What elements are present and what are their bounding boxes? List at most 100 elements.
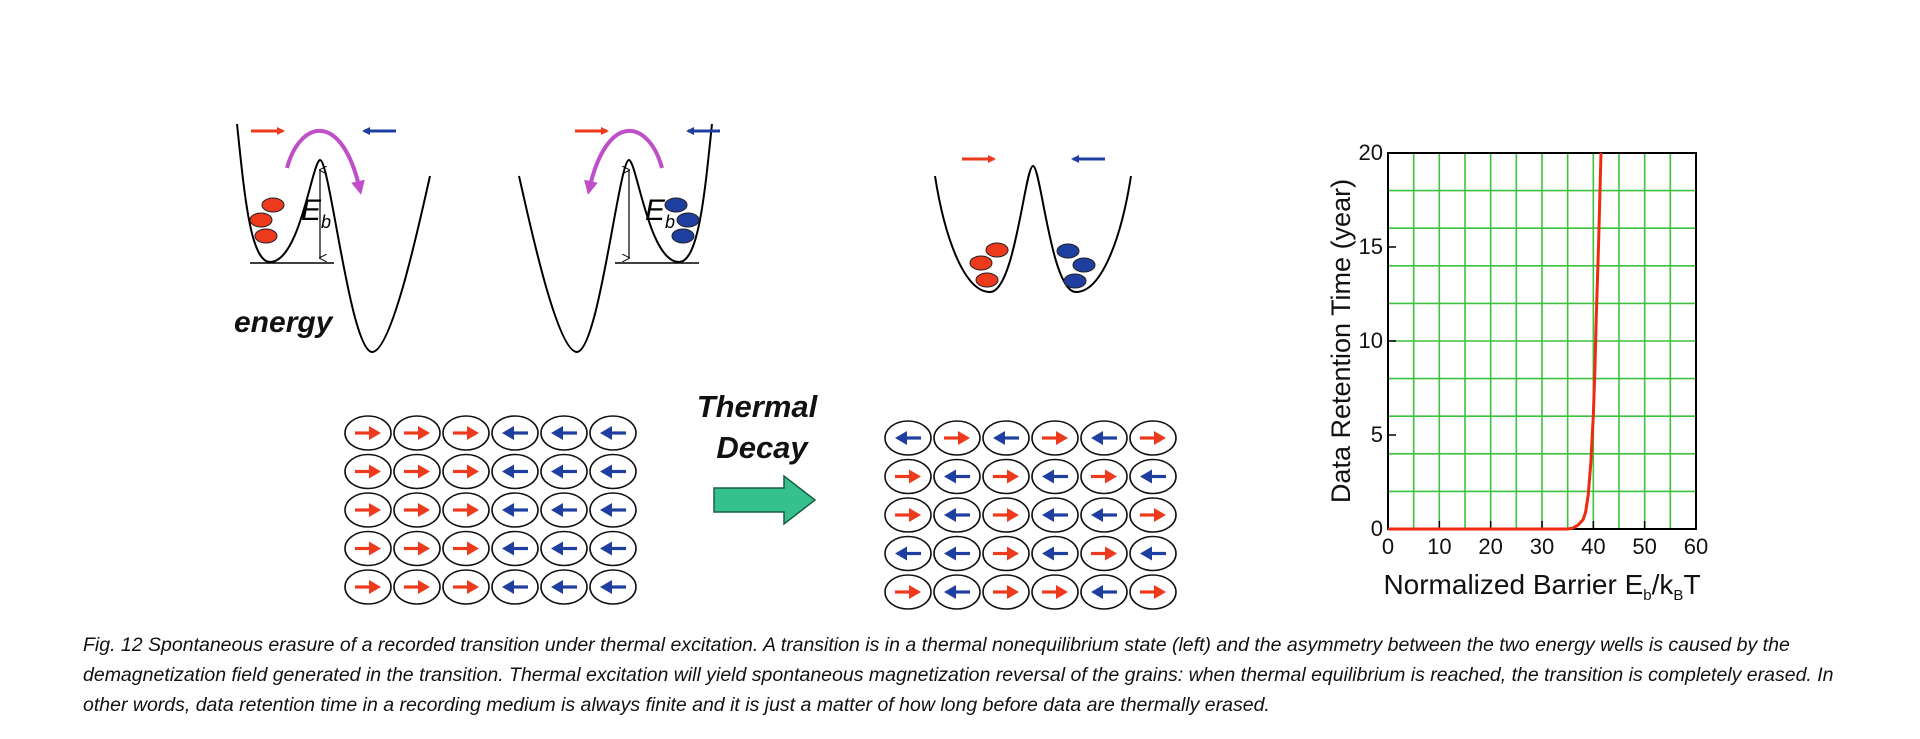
grain-arrowhead bbox=[1007, 585, 1019, 599]
grain-grid-initial bbox=[344, 415, 637, 605]
grain-arrowhead bbox=[418, 541, 430, 556]
grain-arrowhead bbox=[467, 580, 479, 594]
well-3-grain bbox=[1056, 243, 1080, 259]
grain-arrowhead bbox=[467, 426, 479, 440]
grain-arrowhead bbox=[467, 464, 479, 479]
x-tick-label: 50 bbox=[1632, 534, 1656, 559]
grain-arrowhead bbox=[369, 541, 381, 556]
grain-arrowhead bbox=[551, 464, 563, 479]
grain-arrowhead bbox=[1105, 469, 1117, 484]
grain-arrowhead bbox=[467, 503, 479, 517]
well-3-grain bbox=[969, 255, 993, 271]
grain-arrowhead bbox=[369, 464, 381, 479]
grain-arrowhead bbox=[1042, 546, 1054, 561]
well-1-curve bbox=[236, 123, 431, 354]
thermal-decay-label-line2: Decay bbox=[716, 430, 809, 465]
grain-arrowhead bbox=[909, 585, 921, 599]
energy-well-2 bbox=[518, 123, 713, 354]
well-2-curve bbox=[518, 123, 713, 354]
grain-arrowhead bbox=[418, 464, 430, 479]
grain-arrowhead bbox=[600, 541, 612, 556]
well-2-barrier-label: Eb bbox=[645, 194, 675, 232]
y-tick-label: 0 bbox=[1371, 516, 1383, 541]
grain-arrowhead bbox=[1105, 546, 1117, 561]
grain-arrowhead bbox=[502, 464, 514, 479]
thermal-decay-label-line1: Thermal bbox=[697, 389, 819, 424]
well-1-grain bbox=[254, 228, 278, 244]
grain-arrowhead bbox=[369, 503, 381, 517]
well-3-grain bbox=[1063, 273, 1087, 289]
grain-arrowhead bbox=[418, 580, 430, 594]
well-1-grain bbox=[249, 212, 273, 228]
grain-arrowhead bbox=[895, 546, 907, 561]
well-3-grain bbox=[985, 242, 1009, 258]
x-tick-label: 20 bbox=[1478, 534, 1502, 559]
grain-arrowhead bbox=[1154, 585, 1166, 599]
y-tick-label: 20 bbox=[1359, 140, 1383, 165]
grain-arrowhead bbox=[944, 469, 956, 484]
x-tick-label: 60 bbox=[1684, 534, 1708, 559]
figure-caption: Fig. 12 Spontaneous erasure of a recorde… bbox=[83, 634, 1834, 716]
grain-arrowhead bbox=[551, 580, 563, 594]
grain-arrowhead bbox=[909, 469, 921, 484]
well-3-grain bbox=[1072, 257, 1096, 273]
well-1-barrier-label: Eb bbox=[301, 194, 331, 232]
grain-arrowhead bbox=[467, 541, 479, 556]
grain-arrowhead bbox=[944, 585, 956, 599]
well-3-curve bbox=[934, 164, 1132, 294]
grain-arrowhead bbox=[1091, 508, 1103, 522]
grain-arrowhead bbox=[418, 426, 430, 440]
x-tick-label: 40 bbox=[1581, 534, 1605, 559]
well-2-hop-arrow bbox=[584, 129, 664, 195]
grain-arrowhead bbox=[502, 426, 514, 440]
y-tick-label: 10 bbox=[1359, 328, 1383, 353]
grain-arrowhead bbox=[551, 426, 563, 440]
grain-arrowhead bbox=[600, 580, 612, 594]
grain-arrowhead bbox=[1007, 469, 1019, 484]
grain-arrowhead bbox=[958, 431, 970, 445]
well-2-grain bbox=[664, 197, 688, 213]
grain-arrowhead bbox=[418, 503, 430, 517]
x-tick-label: 10 bbox=[1427, 534, 1451, 559]
grain-arrowhead bbox=[909, 508, 921, 522]
retention-chart: 0 10 20 30 40 50 60 0 5 10 15 20 Data Retention Tim… bbox=[1326, 140, 1708, 604]
green-arrow-shape bbox=[713, 474, 817, 526]
grain-arrowhead bbox=[369, 426, 381, 440]
well-3-grain bbox=[975, 272, 999, 288]
grain-arrowhead bbox=[502, 580, 514, 594]
grain-arrowhead bbox=[1140, 469, 1152, 484]
thermal-decay-arrow: Thermal Decay bbox=[697, 389, 819, 526]
grain-arrowhead bbox=[1154, 431, 1166, 445]
grain-arrowhead bbox=[502, 541, 514, 556]
series-line-retention bbox=[1388, 152, 1603, 531]
grain-arrowhead bbox=[993, 431, 1005, 445]
grain-arrowhead bbox=[502, 503, 514, 517]
well-1-hop-arrow bbox=[285, 129, 365, 195]
grain-arrowhead bbox=[944, 508, 956, 522]
grain-arrowhead bbox=[600, 503, 612, 517]
y-tick-label: 15 bbox=[1359, 234, 1383, 259]
grain-arrowhead bbox=[1091, 431, 1103, 445]
energy-well-3 bbox=[934, 155, 1132, 294]
well-2-grain bbox=[676, 212, 700, 228]
grain-arrowhead bbox=[1140, 546, 1152, 561]
grain-arrowhead bbox=[1007, 508, 1019, 522]
chart-ticks: 0 10 20 30 40 50 60 0 5 10 15 20 bbox=[1359, 140, 1709, 559]
grain-arrowhead bbox=[1042, 469, 1054, 484]
energy-label: energy bbox=[234, 306, 334, 339]
x-tick-label: 0 bbox=[1382, 534, 1394, 559]
chart-gridlines bbox=[1387, 152, 1697, 530]
grain-arrowhead bbox=[1056, 585, 1068, 599]
chart-ylabel: Data Retention Time (year) bbox=[1326, 179, 1356, 503]
x-tick-label: 30 bbox=[1530, 534, 1554, 559]
grain-arrowhead bbox=[944, 546, 956, 561]
grain-grid-decayed bbox=[884, 420, 1177, 610]
y-tick-label: 5 bbox=[1371, 422, 1383, 447]
well-2-grain bbox=[671, 228, 695, 244]
chart-xlabel: Normalized Barrier Eb/kBT bbox=[1383, 569, 1700, 604]
grain-arrowhead bbox=[551, 541, 563, 556]
grain-arrowhead bbox=[1056, 431, 1068, 445]
energy-well-1: Eb energy bbox=[234, 123, 431, 354]
grain-arrowhead bbox=[895, 431, 907, 445]
